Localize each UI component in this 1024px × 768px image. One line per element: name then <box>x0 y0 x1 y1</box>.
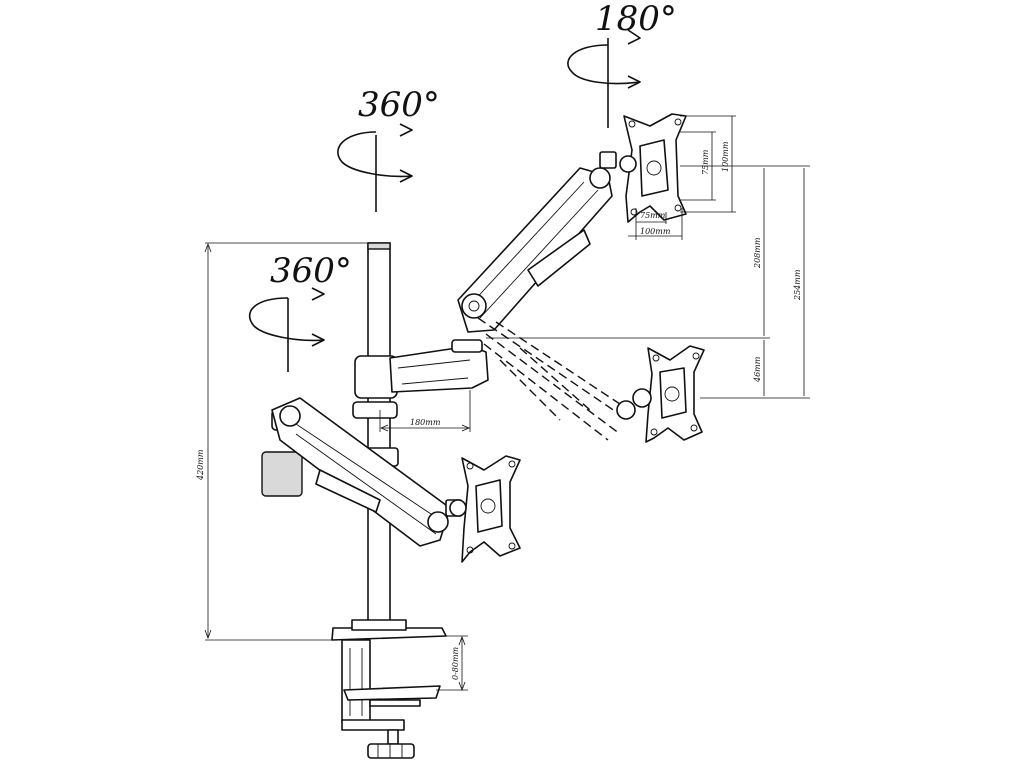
vesa-plate-lower <box>449 455 521 563</box>
rotation-indicator-top: 180° <box>567 0 677 128</box>
rotation-label-left: 360° <box>270 251 352 291</box>
dimension-label-vesa-h-75: 75mm <box>640 211 666 220</box>
lower-gas-arm <box>261 397 463 547</box>
dimension-heights: 208mm 254mm 46mm <box>486 165 810 399</box>
dimension-label-height-254: 254mm <box>793 269 802 301</box>
dimension-label-vesa-v-75: 75mm <box>701 149 710 175</box>
dimension-label-pole-height: 420mm <box>196 449 205 481</box>
dimension-pole-height: 420mm <box>196 242 372 641</box>
vesa-plate-right <box>632 345 705 443</box>
rotation-label-top: 180° <box>595 0 677 39</box>
dimension-label-arm-offset: 180mm <box>410 418 441 427</box>
upper-horizontal-arm <box>389 339 489 393</box>
rotation-indicator-left: 360° <box>248 251 352 372</box>
upper-arm-alt-position <box>477 317 636 441</box>
dimension-label-vesa-h-100: 100mm <box>640 227 671 236</box>
rotation-indicator-middle: 360° <box>337 85 440 212</box>
vesa-plate-top <box>619 113 687 223</box>
desk-clamp <box>331 619 447 759</box>
dimension-vesa-vertical: 75mm 100mm <box>680 115 736 213</box>
dimension-label-clamp-range: 0-80mm <box>451 646 460 680</box>
dimension-arm-offset: 180mm <box>379 390 471 432</box>
dimension-clamp-range: 0-80mm <box>436 635 468 692</box>
mount-pole <box>352 242 399 629</box>
upper-gas-arm <box>457 151 617 333</box>
dimension-label-vesa-v-100: 100mm <box>721 141 730 172</box>
dimension-vesa-horizontal: 75mm 100mm <box>628 208 683 240</box>
dimension-label-height-46: 46mm <box>753 356 762 383</box>
rotation-label-middle: 360° <box>358 85 440 125</box>
dimension-label-height-208: 208mm <box>753 237 762 269</box>
